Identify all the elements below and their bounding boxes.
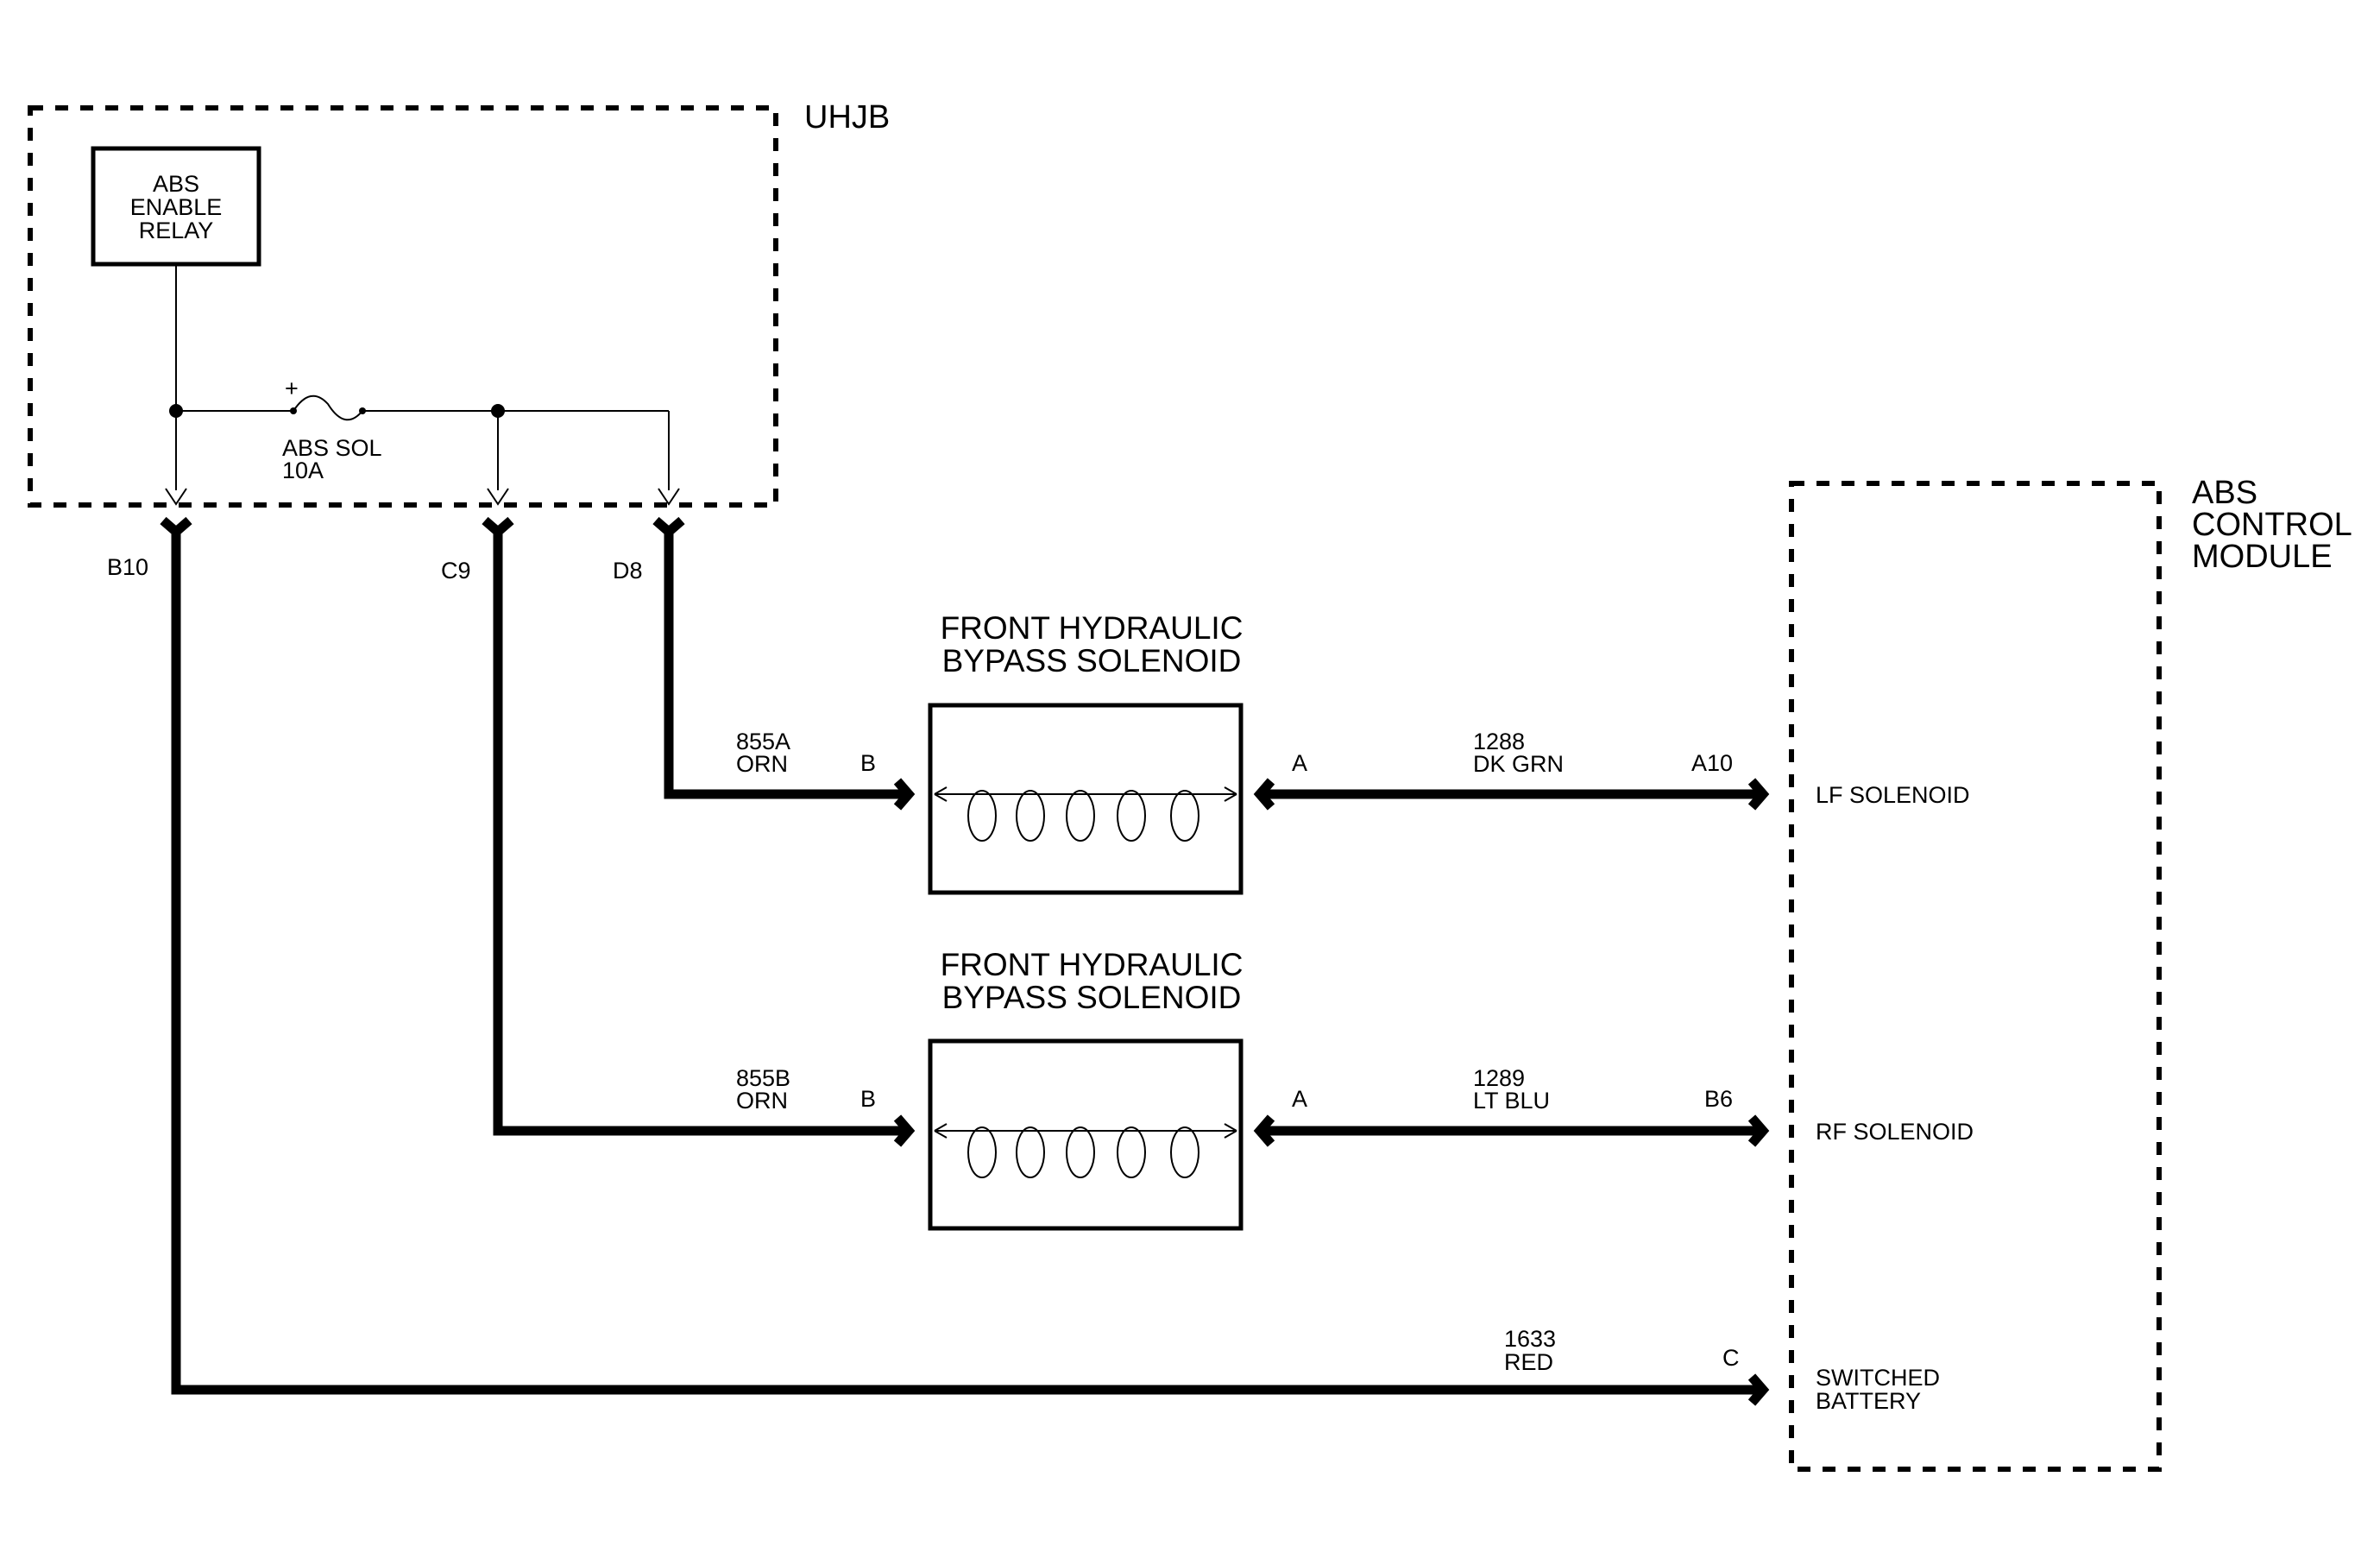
fuse-terminal-right	[359, 407, 366, 414]
top-solenoid-title-line2: BYPASS SOLENOID	[942, 643, 1242, 678]
bottom-solenoid-title-line1: FRONT HYDRAULIC	[941, 947, 1244, 982]
top-solenoid-body	[928, 703, 1244, 895]
top-solenoid-coil	[934, 786, 1237, 842]
pin-d8: D8	[613, 558, 643, 584]
relay-label-line3: RELAY	[139, 218, 214, 243]
d8-terminal	[658, 488, 680, 506]
bottom-solenoid-title-line2: BYPASS SOLENOID	[942, 980, 1242, 1015]
module-label-switched: SWITCHED	[1816, 1365, 1940, 1391]
wire-1289-number: 1289	[1473, 1065, 1525, 1091]
top-solenoid-pin-b-connector	[893, 778, 916, 811]
uhjb-boundary	[28, 105, 778, 508]
top-solenoid-pin-b: B	[860, 750, 876, 776]
top-solenoid-title-line1: FRONT HYDRAULIC	[941, 610, 1244, 646]
module-a10-connector	[1747, 778, 1770, 811]
c9-terminal	[487, 488, 509, 506]
module-pin-a10: A10	[1691, 750, 1733, 776]
wire-1633-color: RED	[1504, 1349, 1553, 1375]
module-label-rf-solenoid: RF SOLENOID	[1816, 1119, 1974, 1145]
uhjb-label: UHJB	[804, 99, 890, 136]
bottom-solenoid-pin-a-connector	[1253, 1114, 1275, 1147]
module-pin-b6: B6	[1704, 1086, 1733, 1112]
wire-855b-color: ORN	[736, 1088, 788, 1114]
wire-1633	[171, 529, 1760, 1395]
wire-855a	[664, 529, 906, 799]
relay-label-line2: ENABLE	[130, 194, 223, 220]
pin-b10: B10	[107, 554, 148, 580]
wire-855b-number: 855B	[736, 1065, 790, 1091]
splice-relay	[169, 404, 183, 418]
bottom-solenoid-pin-b: B	[860, 1086, 876, 1112]
module-pin-c: C	[1722, 1345, 1740, 1371]
fuse-label-line1: ABS SOL	[282, 435, 382, 461]
relay-label-line1: ABS	[153, 171, 199, 197]
module-b6-connector	[1747, 1114, 1770, 1147]
abs-control-module-boundary	[1789, 481, 2162, 1472]
top-solenoid-pin-a-connector	[1253, 778, 1275, 811]
wire-1288-color: DK GRN	[1473, 751, 1564, 777]
wire-1288-number: 1288	[1473, 729, 1525, 754]
bottom-solenoid-pin-b-connector	[893, 1114, 916, 1147]
module-title-line2: CONTROL	[2192, 507, 2352, 543]
pin-c9: C9	[441, 558, 471, 584]
splice-c9	[491, 404, 505, 418]
module-label-lf-solenoid: LF SOLENOID	[1816, 782, 1970, 808]
wire-855b	[493, 529, 906, 1136]
module-label-battery: BATTERY	[1816, 1388, 1921, 1414]
top-solenoid-pin-a: A	[1292, 750, 1307, 776]
module-c-connector	[1747, 1373, 1770, 1406]
module-title-line1: ABS	[2192, 475, 2257, 511]
module-title-line3: MODULE	[2192, 539, 2333, 575]
fuse-label-line2: 10A	[282, 458, 324, 483]
b10-terminal	[165, 488, 187, 506]
fuse-terminal-left	[290, 407, 297, 414]
wire-1633-number: 1633	[1504, 1326, 1556, 1352]
bottom-solenoid-body	[928, 1038, 1244, 1231]
bottom-solenoid-pin-a: A	[1292, 1086, 1307, 1112]
bottom-solenoid-coil	[934, 1123, 1237, 1178]
wire-855a-color: ORN	[736, 751, 788, 777]
fuse-polarity: +	[285, 375, 299, 401]
wire-855a-number: 855A	[736, 729, 790, 754]
abs-sol-fuse	[293, 394, 363, 421]
wire-1289-color: LT BLU	[1473, 1088, 1550, 1114]
